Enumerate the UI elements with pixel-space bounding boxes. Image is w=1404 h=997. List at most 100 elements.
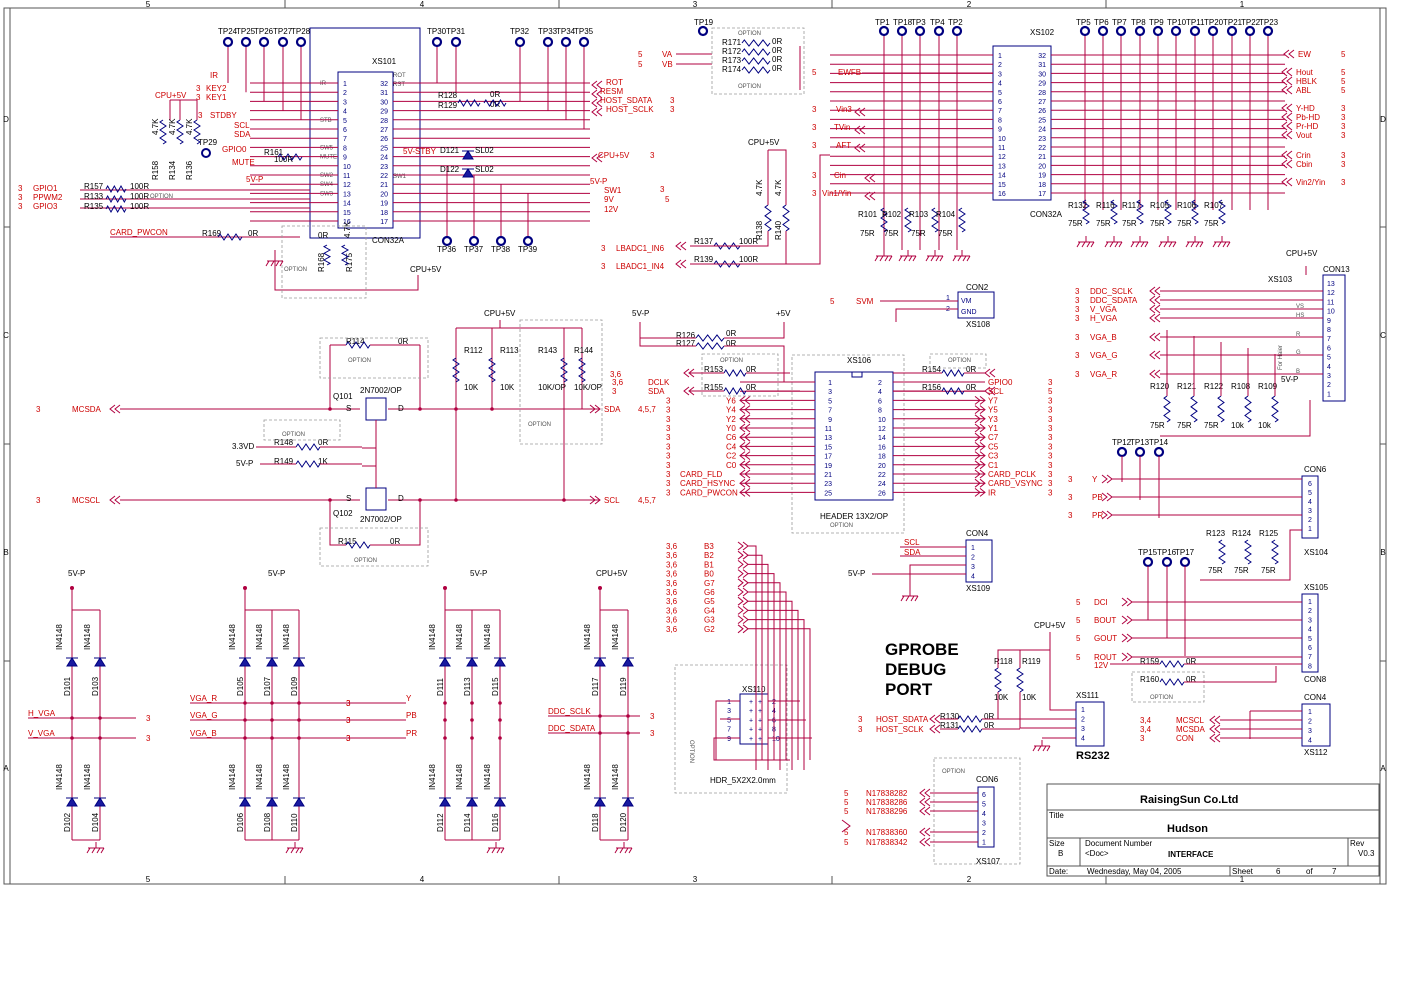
xs106-rnum-0: 3 [1048, 378, 1053, 387]
i2c-r112-val: 10K [464, 383, 479, 392]
xs102-TP11-pad [1189, 25, 1201, 37]
con4-pin-4: 4 [971, 574, 975, 581]
xs107-ref: CON6 [976, 775, 999, 784]
i2c-33vd: 3.3VD [232, 442, 254, 451]
xs101-TP38-pad [495, 235, 507, 247]
xs101-inner-11: SW4 [320, 182, 334, 188]
i2c-num-mcscl: 3 [36, 496, 41, 505]
tb-title: Hudson [1167, 823, 1208, 835]
junction-dot [98, 736, 102, 740]
wire [737, 596, 749, 606]
xs110-num-5: 3,6 [666, 588, 678, 597]
con6a-pin-1: 1 [1308, 526, 1312, 533]
xs102-pin-13: 13 [998, 163, 1006, 170]
wire [737, 615, 749, 624]
xs101-pin-5: 5 [343, 118, 347, 125]
wire [739, 396, 751, 405]
lbadc-in4-net: LBADC1_IN4 [616, 262, 665, 271]
wire [739, 488, 751, 497]
xs101-net-gpio0: GPIO0 [222, 145, 247, 154]
wire [919, 788, 931, 798]
wire [864, 173, 876, 183]
wire [739, 478, 751, 488]
xs106-net-y4: Y4 [726, 406, 736, 415]
frame-row-left-D: D [3, 115, 9, 124]
xs105-option: OPTION [1150, 695, 1173, 701]
con6a-R125: R125 [1259, 529, 1279, 538]
wire [1281, 130, 1293, 140]
i2c-option-gate [263, 419, 341, 441]
wire [1101, 492, 1113, 502]
xs102-net-ew: EW [1298, 50, 1311, 59]
xs106-pin-9: 9 [828, 417, 832, 424]
xs102-right-num-5: 3 [1341, 113, 1346, 122]
xs110-plus-l-3: + [749, 727, 753, 734]
xs101-part-10: R135 [84, 202, 104, 211]
xs102-r-top-val-0: 0R [772, 37, 782, 46]
xs110-plus-r-3: + [758, 727, 762, 734]
con13-inner-0: VS [1296, 304, 1304, 310]
xs101-part-24: R168 [317, 252, 326, 272]
xs102-right-num-9: 3 [1341, 160, 1346, 169]
xs106-lnum-8: 3 [666, 452, 671, 461]
xs106-lnum-1: 3 [612, 387, 617, 396]
resistor-symbol [957, 715, 983, 723]
xs102-pin-2: 2 [998, 62, 1002, 69]
xs105-option-box [1131, 671, 1205, 703]
xs106-net-y1: Y1 [988, 424, 998, 433]
diode-net-ddc_sdata: DDC_SDATA [548, 724, 596, 733]
wire [974, 460, 986, 470]
xs102-pin-5: 5 [998, 90, 1002, 97]
resistor-symbol [345, 341, 371, 349]
i2c-5vp-gate: 5V-P [236, 459, 253, 468]
xs105-pin-5: 5 [1308, 636, 1312, 643]
wire [1104, 236, 1123, 248]
gprobe-line-3: PORT [885, 680, 933, 699]
lbadc-r138: R138 [755, 220, 764, 240]
xs106-pin-20: 20 [878, 463, 886, 470]
xs102-TP6-pad [1097, 25, 1109, 37]
xs101-net-scl: SCL [234, 121, 250, 130]
diode-group-0-supply: 5V-P [68, 569, 85, 578]
wire [737, 541, 749, 551]
xs110-pin-3: 3 [727, 708, 731, 715]
xs102-left-num-7: 3 [812, 189, 817, 198]
xs106-rnum-6: 3 [1048, 433, 1053, 442]
xs102-pin-8: 8 [998, 117, 1002, 124]
xs106-lnum-2: 3 [666, 396, 671, 405]
i2c-num-sda: 4,5,7 [638, 405, 656, 414]
lbadc-r139: R139 [694, 255, 714, 264]
xs101-TP30-label: TP30 [427, 27, 447, 36]
resistor-symbol [931, 207, 939, 233]
wire [984, 368, 996, 378]
xs106-pin-14: 14 [878, 435, 886, 442]
xs111-pin-4: 4 [1081, 736, 1085, 743]
xs106-rnum-11: 3 [1048, 479, 1053, 488]
xs101-pin-1: 1 [343, 81, 347, 88]
xs102-net-abl: ABL [1296, 86, 1312, 95]
diode-top-type-2-2: IN4148 [483, 624, 492, 650]
wire [362, 420, 377, 488]
xs101-net-key2: KEY2 [206, 84, 227, 93]
tb-total: 7 [1332, 867, 1337, 876]
diode-symbol [439, 797, 451, 807]
xs102-R104: R104 [936, 210, 956, 219]
xs102-TP2-pad [951, 25, 963, 37]
xs106-net-card_vsync: CARD_VSYNC [988, 479, 1043, 488]
xs102-rbr-val-2: 75R [1122, 219, 1137, 228]
xs101-part-17: R129 [438, 101, 458, 110]
junction-dot [443, 736, 447, 740]
xs101-net-ir: IR [210, 71, 218, 80]
xs110-net-g2: G2 [704, 625, 715, 634]
xs102-R106: R106 [1177, 201, 1197, 210]
xs107-pin-4: 4 [982, 811, 986, 818]
frame-col-top-1: 1 [1240, 0, 1245, 9]
xs101-TP27-pad [277, 36, 289, 48]
diode-top-type-1-0: IN4148 [228, 624, 237, 650]
diode-top-type-2-1: IN4148 [455, 624, 464, 650]
